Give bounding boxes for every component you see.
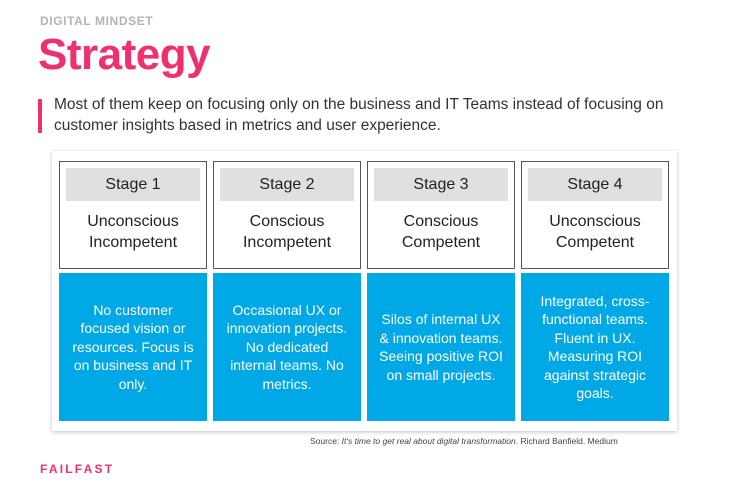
- stage-name-line: Incompetent: [242, 234, 332, 251]
- stage-name: Unconscious Incompetent: [60, 211, 206, 253]
- stage-description: Silos of internal UX & innovation teams.…: [367, 273, 515, 421]
- page-subtitle: Most of them keep on focusing only on th…: [54, 96, 664, 134]
- stage-name-line: Conscious: [403, 213, 479, 230]
- stage-description: Occasional UX or innovation projects. No…: [213, 273, 361, 421]
- source-prefix: Source:: [310, 436, 342, 446]
- stage-label: Stage 3: [374, 168, 508, 201]
- stage-name-line: Competent: [555, 234, 635, 251]
- stage-column-1: Stage 1 Unconscious Incompetent No custo…: [59, 161, 207, 421]
- source-suffix: . Richard Banfield. Medium: [515, 436, 618, 446]
- source-article-title: It's time to get real about digital tran…: [341, 436, 516, 446]
- stage-header-box: Stage 3 Conscious Competent: [367, 161, 515, 269]
- stage-name: Unconscious Competent: [522, 211, 668, 253]
- quote-accent-bar: [38, 99, 42, 133]
- stage-column-2: Stage 2 Conscious Incompetent Occasional…: [213, 161, 361, 421]
- stage-label: Stage 2: [220, 168, 354, 201]
- stage-header-box: Stage 4 Unconscious Competent: [521, 161, 669, 269]
- stage-name-line: Unconscious: [87, 213, 179, 230]
- stage-label: Stage 4: [528, 168, 662, 201]
- stage-description: Integrated, cross-functional teams. Flue…: [521, 273, 669, 421]
- stage-column-3: Stage 3 Conscious Competent Silos of int…: [367, 161, 515, 421]
- stage-name: Conscious Incompetent: [214, 211, 360, 253]
- stage-name-line: Competent: [401, 234, 481, 251]
- stage-name-line: Conscious: [249, 213, 325, 230]
- stage-header-box: Stage 1 Unconscious Incompetent: [59, 161, 207, 269]
- brand-logo: FAILFAST: [40, 462, 115, 476]
- stage-column-4: Stage 4 Unconscious Competent Integrated…: [521, 161, 669, 421]
- stage-name-line: Unconscious: [549, 213, 641, 230]
- stage-label: Stage 1: [66, 168, 200, 201]
- stage-description: No customer focused vision or resources.…: [59, 273, 207, 421]
- stage-header-box: Stage 2 Conscious Incompetent: [213, 161, 361, 269]
- source-citation: Source: It's time to get real about digi…: [310, 436, 618, 446]
- page-title: Strategy: [38, 30, 211, 79]
- stage-name-line: Incompetent: [88, 234, 178, 251]
- stage-name: Conscious Competent: [368, 211, 514, 253]
- section-eyebrow: DIGITAL MINDSET: [40, 14, 154, 28]
